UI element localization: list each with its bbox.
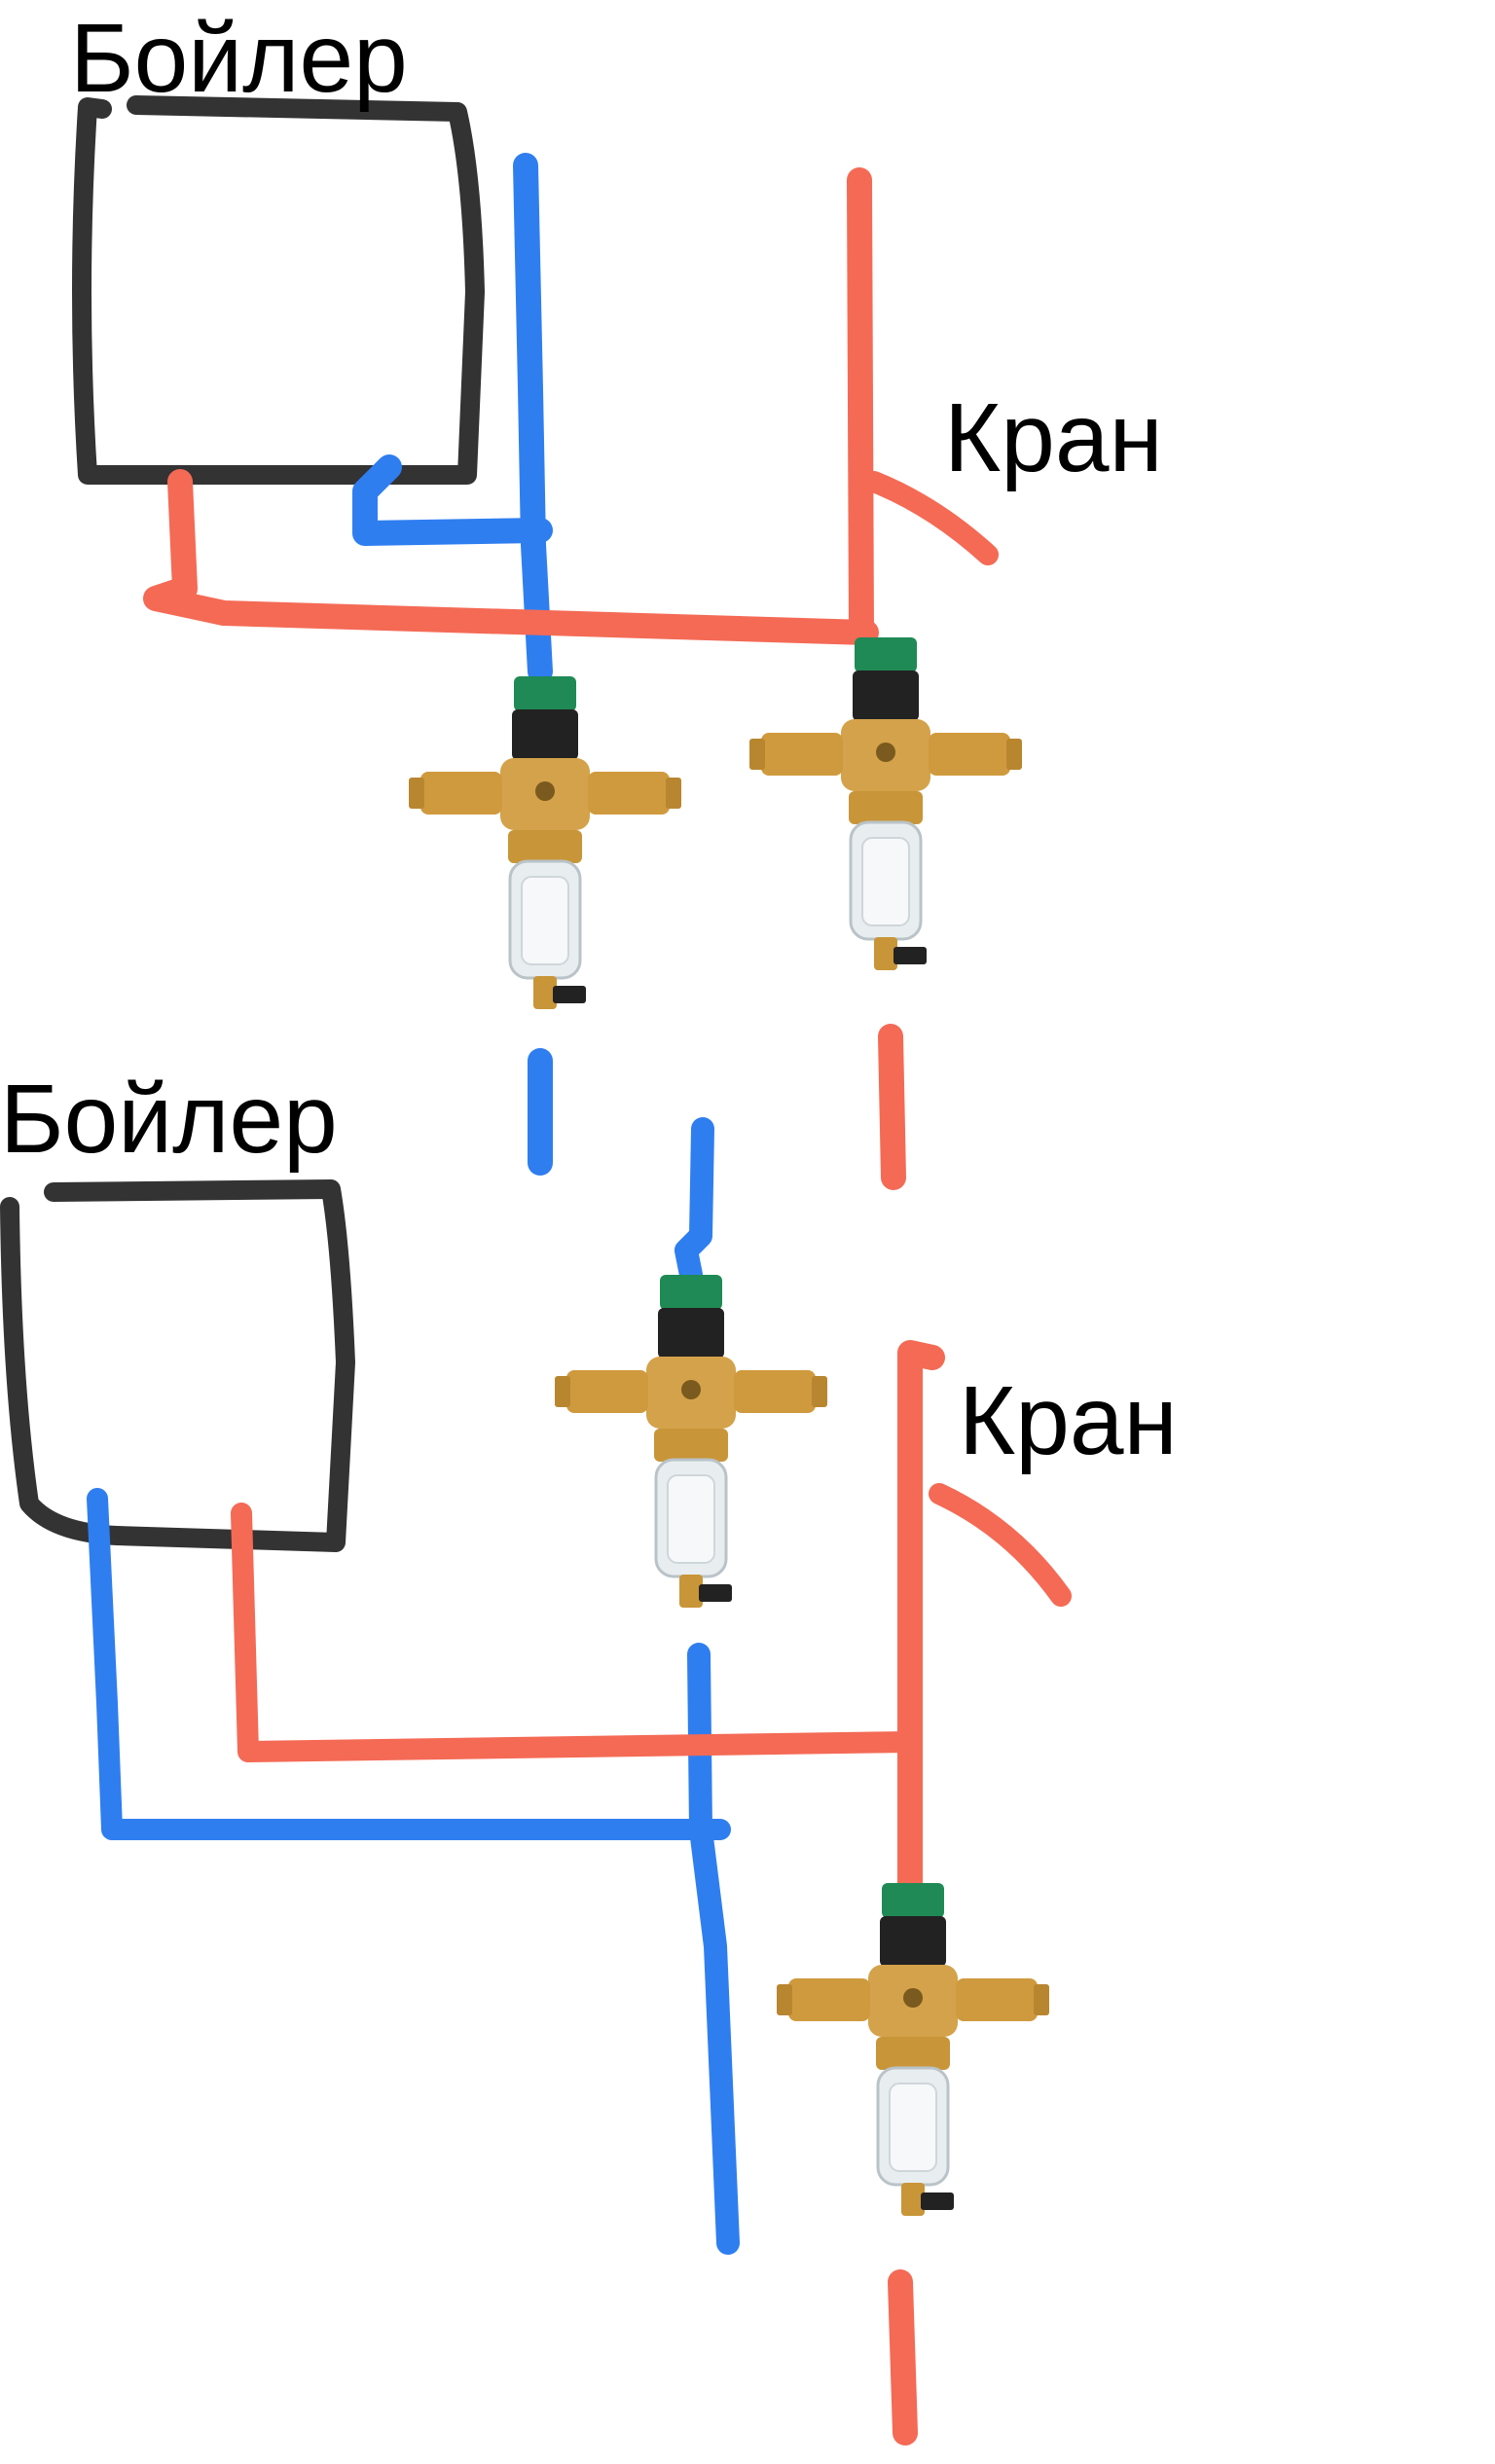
hot-pipe-bottom-out (888, 2269, 918, 2446)
boiler-bottom-outline (0, 1179, 355, 1552)
filter-bottom-cold (553, 1273, 829, 1610)
top-diagram (72, 95, 1024, 1190)
hot-pipe-bottom-boiler (231, 1503, 921, 1762)
hot-pipe-top-riser (847, 167, 874, 645)
hot-pipe-top-boiler (143, 469, 879, 645)
cold-pipe-top-riser (513, 153, 553, 684)
filter-top-cold (407, 674, 683, 1011)
bottom-diagram (0, 1117, 1072, 2446)
faucet-bottom-spout (929, 1483, 1072, 1607)
boiler-label-bottom: Бойлер (0, 1065, 338, 1174)
boiler-top-outline (72, 95, 485, 485)
cold-pipe-top-branch (352, 454, 553, 546)
faucet-label-bottom: Кран (959, 1366, 1178, 1475)
cold-pipe-bottom-feed (675, 1117, 714, 1286)
faucet-top-spout (863, 471, 999, 565)
filter-top-hot (748, 635, 1024, 972)
faucet-label-top: Кран (944, 383, 1163, 492)
boiler-label-top: Бойлер (70, 4, 408, 113)
cold-pipe-bottom-branch (87, 1488, 731, 1840)
hot-pipe-bottom-riser (897, 1340, 945, 1910)
filter-bottom-hot (775, 1881, 1051, 2218)
hot-pipe-top-out (878, 1024, 906, 1190)
